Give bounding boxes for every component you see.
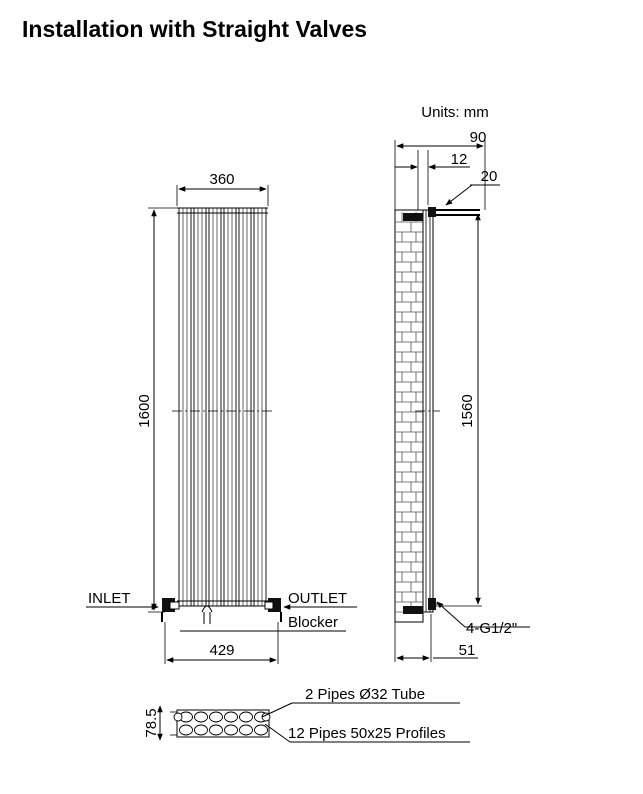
units-label: Units: mm: [421, 104, 489, 121]
section-profiles: [173, 711, 271, 736]
outlet-valve-icon: [264, 598, 282, 622]
radiator-columns: [178, 207, 267, 607]
blocker-icon: [201, 605, 213, 624]
valve-span-label: 429: [209, 642, 234, 659]
inlet-label: INLET: [88, 590, 131, 607]
section-profile-bottom: [239, 724, 253, 736]
section-profile-top: [194, 711, 208, 723]
radiator-column: [208, 207, 222, 607]
radiator-column: [178, 207, 192, 607]
tube-label: 2 Pipes Ø32 Tube: [305, 686, 425, 703]
section-profile-top: [209, 711, 223, 723]
radiator-column: [238, 207, 252, 607]
section-tube: [173, 712, 183, 722]
section-view: 78.5 2 Pipes Ø32 Tube 12 Pipes 50x25 Pro…: [143, 686, 470, 743]
profile-label: 12 Pipes 50x25 Profiles: [288, 725, 446, 742]
section-profile-bottom: [179, 724, 193, 736]
section-depth-label: 78.5: [143, 708, 160, 737]
front-height-label: 1600: [136, 394, 153, 427]
section-profile-bottom: [254, 724, 268, 736]
section-profile-bottom: [224, 724, 238, 736]
bottom-51-label: 51: [459, 642, 476, 659]
thread-label: 4-G1/2": [466, 620, 517, 637]
bottom-bracket-icon: [403, 606, 423, 614]
radiator-column: [253, 207, 267, 607]
dim-20-label: 20: [481, 168, 498, 185]
inlet-valve-icon: [161, 598, 180, 622]
blocker-label: Blocker: [288, 614, 338, 631]
section-profile-bottom: [194, 724, 208, 736]
radiator-column: [223, 207, 237, 607]
outlet-label: OUTLET: [288, 590, 347, 607]
section-profile-top: [239, 711, 253, 723]
side-height-label: 1560: [459, 394, 476, 427]
front-width-label: 360: [209, 171, 234, 188]
dim-12-label: 12: [451, 151, 468, 168]
brick-wall: [395, 212, 423, 613]
top-bracket-icon: [403, 213, 423, 221]
radiator-column: [193, 207, 207, 607]
page-title: Installation with Straight Valves: [22, 16, 368, 42]
depth-90-label: 90: [470, 129, 487, 146]
side-view: Units: mm 90 12 20: [394, 104, 530, 662]
section-profile-top: [224, 711, 238, 723]
front-view: 360 1600 INLET OUTLET Blocker: [86, 171, 357, 664]
section-profile-bottom: [209, 724, 223, 736]
